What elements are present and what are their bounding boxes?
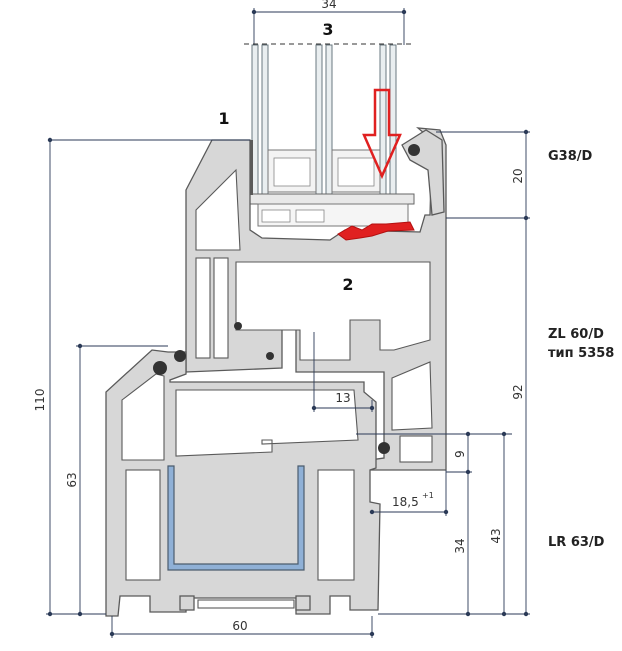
- sash-profile: [185, 127, 447, 471]
- label-2: 2: [342, 275, 353, 294]
- dimension-lines: [46, 8, 530, 638]
- dim-glass-width: 34: [321, 0, 336, 11]
- label-1: 1: [218, 109, 229, 128]
- profile-label-middle-1: ZL 60/D: [548, 327, 604, 342]
- profile-label-bottom: LR 63/D: [548, 535, 605, 550]
- dim-110: 110: [33, 389, 47, 412]
- dim-18-5-tolerance: +1: [422, 491, 434, 500]
- dim-92: 92: [511, 384, 525, 399]
- dim-63: 63: [65, 472, 79, 487]
- dim-9: 9: [453, 450, 467, 458]
- dim-13: 13: [335, 391, 350, 405]
- dim-34: 34: [453, 538, 467, 553]
- dim-43: 43: [489, 528, 503, 543]
- glazing-unit: [244, 44, 415, 227]
- frame-profile: [105, 349, 381, 617]
- profile-label-middle-2: тип 5358: [548, 346, 614, 361]
- profile-label-top: G38/D: [548, 149, 593, 164]
- dim-18-5: 18,5: [392, 495, 419, 509]
- highlighted-seal: [337, 221, 415, 241]
- dim-20: 20: [511, 168, 525, 183]
- dim-60: 60: [232, 619, 247, 633]
- label-glazing-3: 3: [322, 20, 333, 39]
- steel-reinforcement: [167, 465, 305, 571]
- red-down-arrow-icon: [362, 88, 402, 180]
- gaskets: [153, 144, 420, 454]
